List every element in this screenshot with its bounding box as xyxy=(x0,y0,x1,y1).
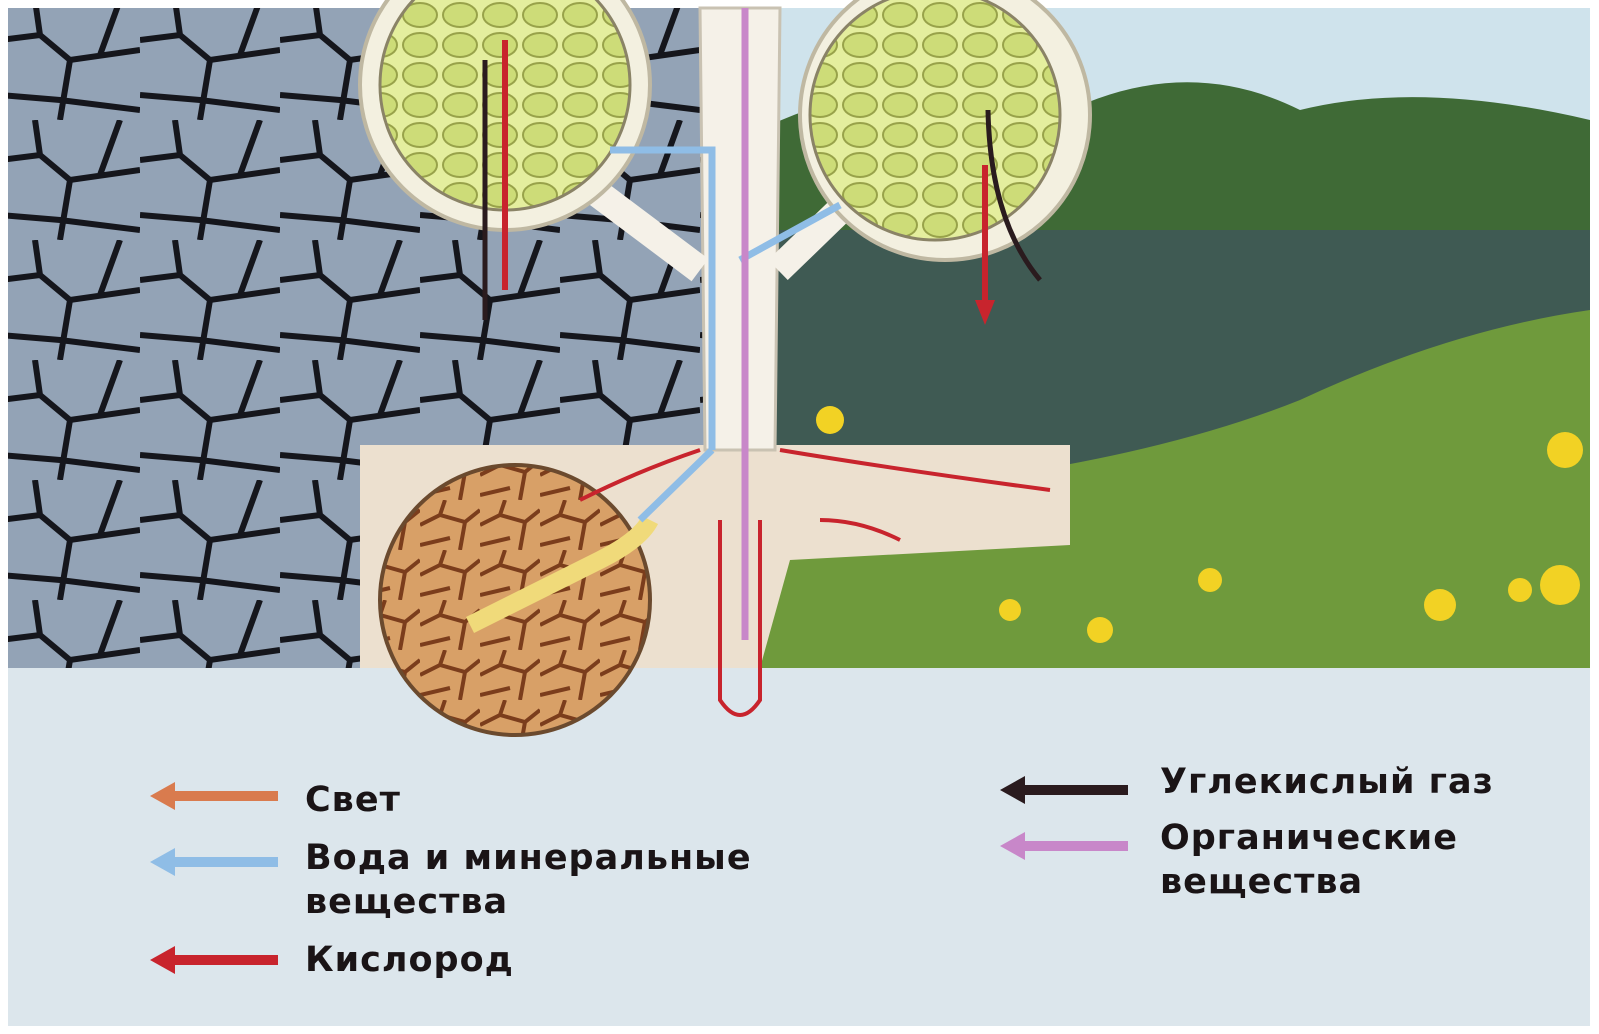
legend-label-water-line2: вещества xyxy=(305,880,508,924)
legend-label-organic-line2: вещества xyxy=(1160,860,1363,904)
legend-label-water-line1: Вода и минеральные xyxy=(305,836,752,880)
legend-label-co2: Углекислый газ xyxy=(1160,760,1494,804)
legend-label-light: Свет xyxy=(305,778,401,822)
legend-label-oxygen: Кислород xyxy=(305,938,514,982)
legend-label-organic-line1: Органические xyxy=(1160,816,1458,860)
leaf-cells-magnified-right xyxy=(810,0,1060,240)
